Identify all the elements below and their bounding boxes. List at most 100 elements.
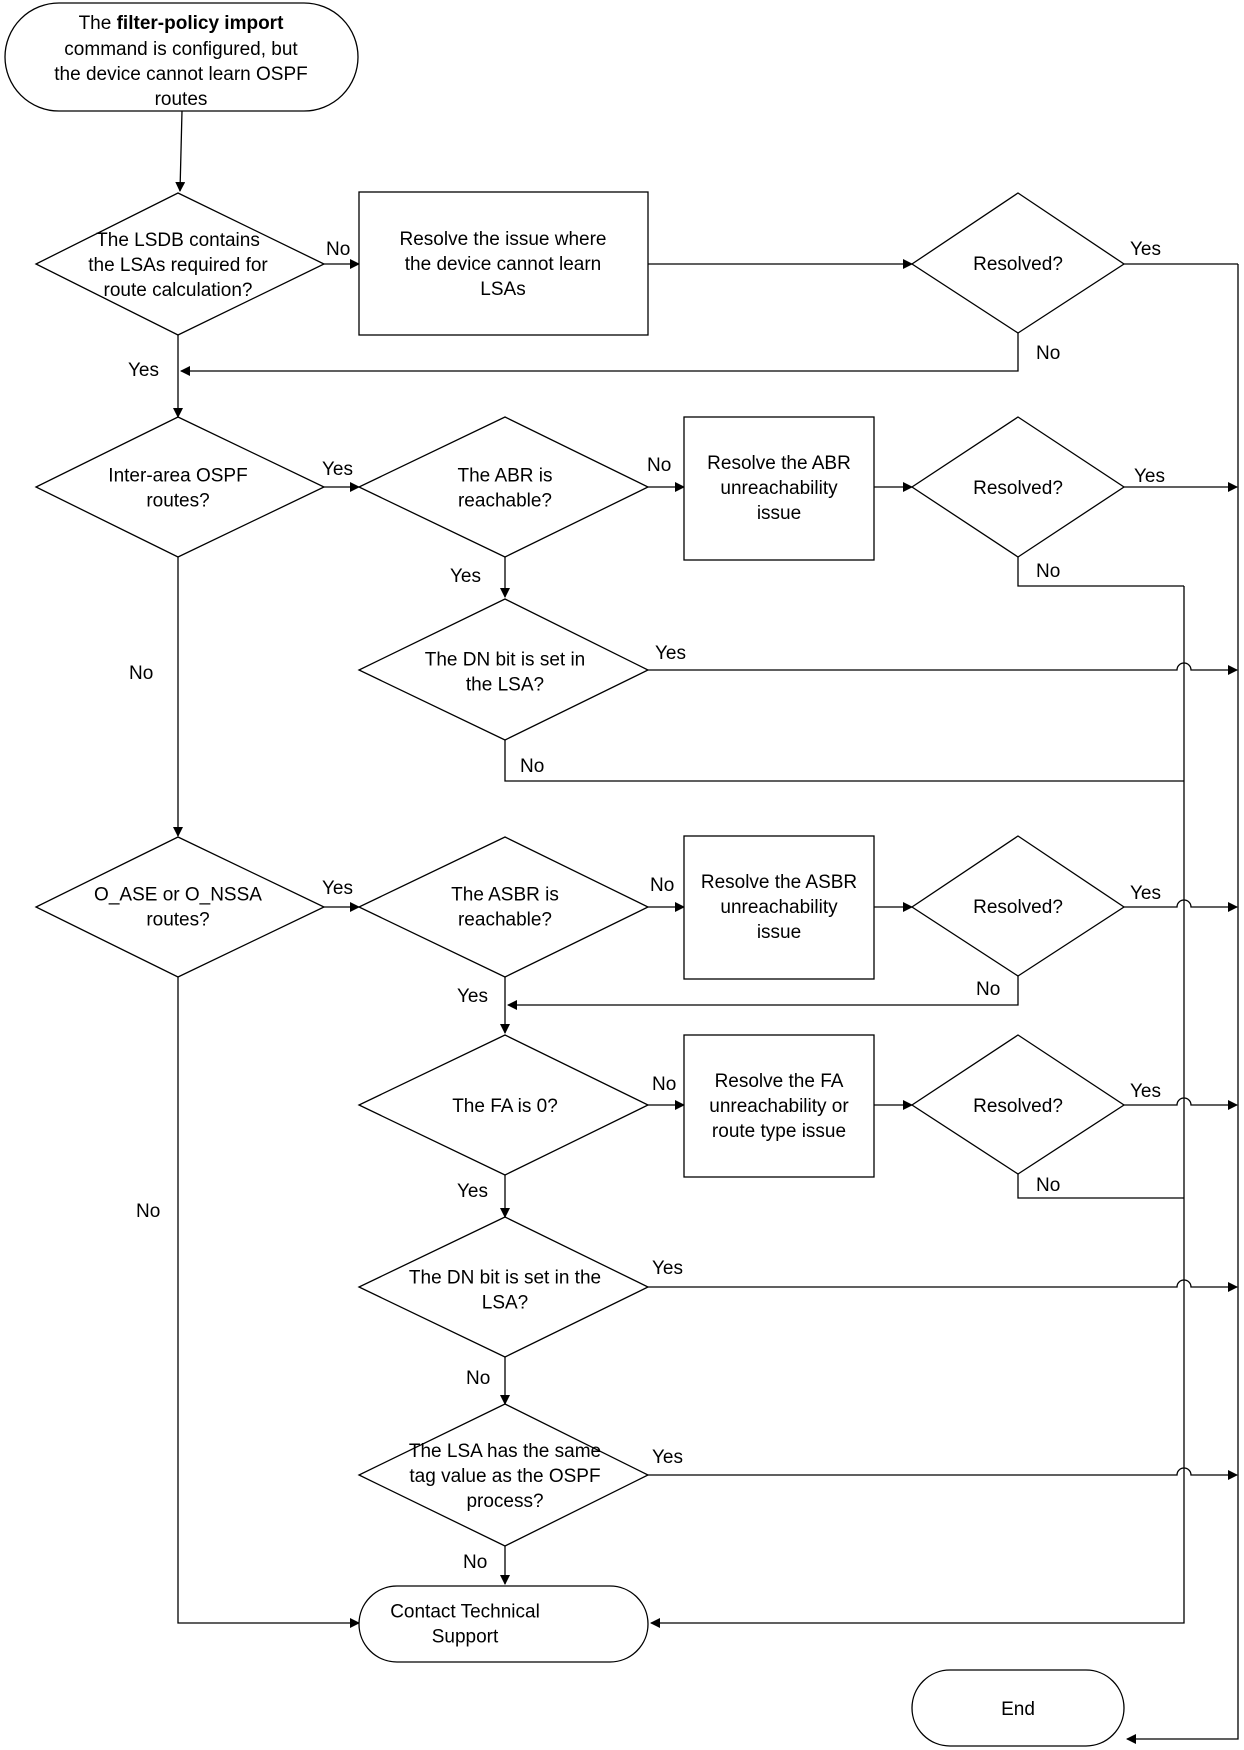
inter-area-text-line-2: routes?: [146, 491, 209, 512]
start-text-line3: the device cannot learn OSPF: [54, 64, 307, 85]
resolve-abr-text-line-3: issue: [757, 503, 801, 524]
edge-dn1-no: [504, 740, 1184, 782]
label-resolved1-yes: Yes: [1130, 239, 1161, 260]
dn-bit-2-text-line-2: LSA?: [482, 1293, 528, 1314]
label-inter-yes: Yes: [322, 459, 353, 480]
inter-area-text-line-1: Inter-area OSPF: [108, 466, 247, 487]
label-dn2-no: No: [466, 1368, 490, 1389]
node-ase-nssa: [34, 836, 326, 978]
fa-zero-text-line-1: The FA is 0?: [452, 1096, 558, 1117]
start-text-line4: routes: [155, 89, 208, 110]
dn-bit-2-text-line-1: The DN bit is set in the: [409, 1268, 601, 1289]
edge-resolved3-yes: [1124, 899, 1238, 912]
label-inter-no: No: [129, 663, 153, 684]
resolved-2-text-line-1: Resolved?: [973, 478, 1063, 499]
resolve-abr-text-line-2: unreachability: [720, 478, 838, 499]
node-contact-support: [358, 1585, 649, 1663]
dn-bit-1-text-line-2: the LSA?: [466, 675, 544, 696]
node-dn-bit-1: [357, 598, 650, 741]
node-start: The filter-policy import command is conf…: [4, 2, 359, 112]
connectors: [173, 110, 1239, 1744]
label-resolved2-no: No: [1036, 561, 1060, 582]
label-asbr-no: No: [650, 875, 674, 896]
resolved-4-text-line-1: Resolved?: [973, 1096, 1063, 1117]
label-ase-yes: Yes: [322, 878, 353, 899]
label-abr-no: No: [647, 455, 671, 476]
resolve-fa-text-line-3: route type issue: [712, 1121, 846, 1142]
edge-dn1-yes: [648, 662, 1238, 675]
edge-tag-yes: [648, 1467, 1238, 1480]
asbr-reachable-text-line-2: reachable?: [458, 910, 552, 931]
tag-check-text-line-2: tag value as the OSPF: [409, 1466, 600, 1487]
label-ase-no: No: [136, 1201, 160, 1222]
contact-support-text-line-1: Contact Technical: [390, 1602, 540, 1623]
tag-check-text-line-3: process?: [466, 1491, 543, 1512]
node-resolved-1: [910, 192, 1126, 334]
resolve-asbr-text-line-3: issue: [757, 922, 801, 943]
edge-resolved2-no: [1017, 557, 1184, 587]
right-trunk: [1126, 264, 1239, 1744]
label-fa-no: No: [652, 1074, 676, 1095]
label-tag-yes: Yes: [652, 1447, 683, 1468]
resolved-3-text-line-1: Resolved?: [973, 897, 1063, 918]
edge-resolved4-yes: [1124, 1097, 1238, 1110]
node-asbr-reachable: [357, 836, 650, 978]
label-dn2-yes: Yes: [652, 1258, 683, 1279]
contact-support-text-line-2: Support: [432, 1627, 499, 1648]
start-text-line2: command is configured, but: [64, 39, 298, 60]
ase-nssa-text-line-1: O_ASE or O_NSSA: [94, 885, 262, 906]
edge-dn2-yes: [648, 1279, 1238, 1292]
mid-trunk: [650, 586, 1185, 1628]
node-resolved-4: [910, 1034, 1126, 1175]
node-resolve-abr: [683, 416, 875, 561]
label-resolved1-no: No: [1036, 343, 1060, 364]
end-text-line-1: End: [1001, 1699, 1035, 1720]
resolve-lsa-text-line-3: LSAs: [480, 279, 525, 300]
node-end: [911, 1669, 1125, 1747]
dn-bit-1-text-line-1: The DN bit is set in: [425, 650, 586, 671]
resolve-lsa-text-line-2: the device cannot learn: [405, 254, 601, 275]
node-inter-area: [34, 416, 326, 558]
lsdb-check-text-line-3: route calculation?: [104, 280, 253, 301]
resolve-fa-text-line-2: unreachability or: [709, 1096, 849, 1117]
edge-resolved1-no: [180, 333, 1019, 376]
node-tag-check: [357, 1403, 650, 1547]
edge-resolved4-no: [1017, 1174, 1184, 1199]
tag-check-text-line-1: The LSA has the same: [409, 1441, 601, 1462]
node-resolved-3: [910, 835, 1126, 977]
edge-ase-no: [177, 977, 360, 1628]
label-asbr-yes: Yes: [457, 986, 488, 1007]
edge-start-to-lsdb: [175, 110, 186, 192]
resolve-abr-text-line-1: Resolve the ABR: [707, 453, 851, 474]
lsdb-check-text-line-1: The LSDB contains: [96, 230, 260, 251]
node-fa-zero: [357, 1034, 650, 1176]
resolve-lsa-text-line-1: Resolve the issue where: [400, 229, 607, 250]
node-resolve-asbr: [683, 835, 875, 980]
label-tag-no: No: [463, 1552, 487, 1573]
node-abr-reachable: [357, 416, 650, 558]
resolve-asbr-text-line-1: Resolve the ASBR: [701, 872, 857, 893]
label-dn1-no: No: [520, 756, 544, 777]
ase-nssa-text-line-2: routes?: [146, 910, 209, 931]
label-resolved3-no: No: [976, 979, 1000, 1000]
node-resolved-2: [910, 416, 1126, 558]
resolved-1-text-line-1: Resolved?: [973, 254, 1063, 275]
label-resolved4-no: No: [1036, 1175, 1060, 1196]
node-lsdb-check: [34, 192, 326, 336]
edge-labels: No Yes No Yes Yes No Yes No Yes Yes No N…: [128, 239, 1165, 1573]
label-abr-yes: Yes: [450, 566, 481, 587]
abr-reachable-text-line-2: reachable?: [458, 491, 552, 512]
node-resolve-lsa: [358, 191, 649, 336]
node-resolve-fa: [683, 1034, 875, 1178]
label-lsdb-yes: Yes: [128, 360, 159, 381]
resolve-fa-text-line-1: Resolve the FA: [715, 1071, 844, 1092]
label-resolved4-yes: Yes: [1130, 1081, 1161, 1102]
abr-reachable-text-line-1: The ABR is: [457, 466, 552, 487]
svg-text:The filter-policy import: The filter-policy import: [79, 13, 284, 34]
edge-resolved3-no: [507, 976, 1019, 1010]
label-lsdb-no: No: [326, 239, 350, 260]
label-resolved3-yes: Yes: [1130, 883, 1161, 904]
label-fa-yes: Yes: [457, 1181, 488, 1202]
